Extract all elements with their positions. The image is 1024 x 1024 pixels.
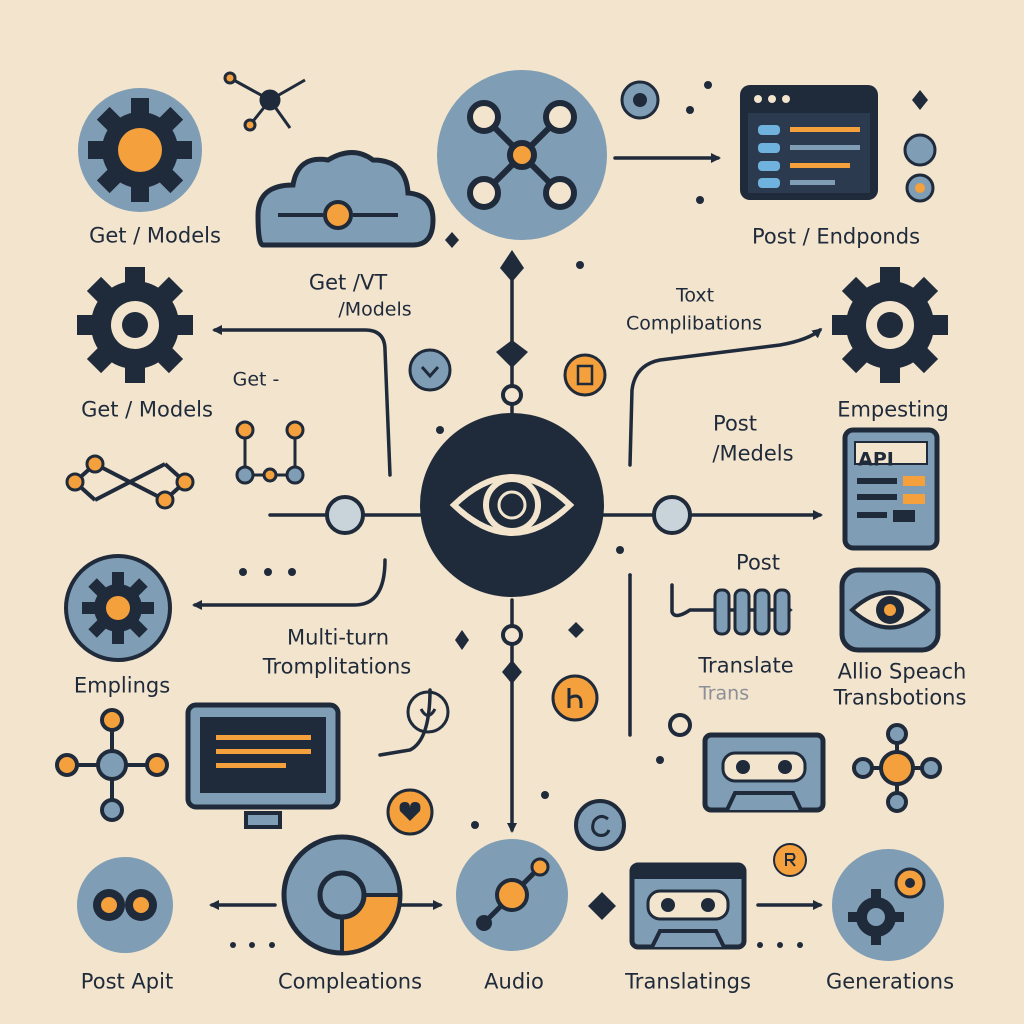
ring-left: [325, 495, 365, 535]
r-badge-icon: [773, 843, 807, 877]
label-complibations: Complibations: [625, 312, 763, 335]
translate-bars-icon: [713, 588, 791, 636]
network-icon: [223, 71, 306, 132]
label-get-models-top: Get / Models: [89, 223, 221, 248]
audio-network-icon: [456, 839, 568, 951]
label-compleations: Compleations: [277, 969, 423, 994]
gear-icon: [78, 88, 202, 212]
label-post-endponds: Post / Endponds: [751, 224, 921, 249]
eye-icon: [420, 413, 604, 597]
ring-right: [652, 495, 692, 535]
monitor-icon: [185, 702, 341, 829]
label-translatings: Translatings: [625, 969, 751, 994]
generations-gears-icon: [832, 849, 944, 961]
document-badge-icon: [563, 353, 607, 397]
small-gears-column-icon: [903, 90, 937, 203]
ring-lower: [501, 624, 523, 646]
molecule-icon: [55, 708, 169, 822]
label-allio-speach: Allio Speach: [837, 659, 967, 684]
label-post: Post: [713, 411, 757, 436]
diamond-top: [500, 250, 524, 282]
heart-icon: [386, 788, 434, 836]
label-audio: Audio: [484, 969, 544, 994]
heart-ring-icon: [406, 690, 450, 734]
arrow-to-left-gear: [212, 325, 392, 477]
label-multi-turn: Multi-turn: [286, 625, 390, 650]
mask-icon: [77, 857, 173, 953]
label-text: Toxt: [675, 284, 715, 307]
h-badge-icon: [551, 674, 599, 722]
diamond-bottom-right: [588, 892, 616, 920]
ring-down-right: [668, 713, 692, 737]
gear-icon: [832, 267, 948, 383]
molecule-icon: [852, 723, 942, 813]
gear-icon: [77, 267, 193, 383]
arrow-to-audio-eye: [670, 583, 793, 618]
label-get-v1-models: /Models: [338, 298, 412, 321]
label-post-apit: Post Apit: [80, 969, 174, 994]
diamond-small-a: [455, 630, 469, 650]
api-document-icon: [842, 427, 940, 551]
cassette-icon: [629, 862, 747, 950]
arrow-to-right-gear: [628, 328, 823, 467]
browser-window-icon: [740, 85, 878, 200]
label-tromplitations: Tromplitations: [262, 654, 412, 679]
label-emplings: Emplings: [73, 673, 171, 698]
pie-icon: [281, 834, 403, 956]
cloud-icon: [255, 150, 436, 248]
network-infinity-icon: [65, 454, 195, 510]
label-transbotions: Transbotions: [833, 685, 967, 710]
audio-eye-icon: [839, 567, 941, 653]
label-post-2: Post: [736, 550, 780, 575]
chevron-circle-icon: [408, 348, 452, 392]
linked-nodes-icon: [235, 420, 305, 485]
heart-link: [378, 688, 432, 757]
label-get-dash: Get -: [232, 368, 280, 391]
copyright-icon: [574, 799, 626, 851]
cassette-icon: [702, 732, 826, 813]
label-generations: Generations: [825, 969, 955, 994]
diamond-small-c: [445, 232, 459, 248]
label-translate: Translate: [698, 653, 794, 678]
label-empesting: Empesting: [837, 397, 949, 422]
label-get-models-mid: Get / Models: [81, 397, 213, 422]
ring-upper: [501, 384, 523, 406]
arrow-to-emplings: [192, 558, 387, 610]
diamond-upper: [496, 340, 528, 368]
diamond-lower: [502, 660, 522, 684]
drone-network-icon: [437, 70, 607, 240]
label-medels: /Medels: [712, 441, 794, 466]
label-trans: Trans: [698, 682, 750, 705]
target-icon: [620, 80, 660, 120]
diamond-small-b: [568, 622, 584, 638]
gear-icon: [64, 554, 172, 662]
label-get-v1: Get /VT: [308, 270, 388, 295]
label-api-badge: API: [858, 448, 894, 471]
